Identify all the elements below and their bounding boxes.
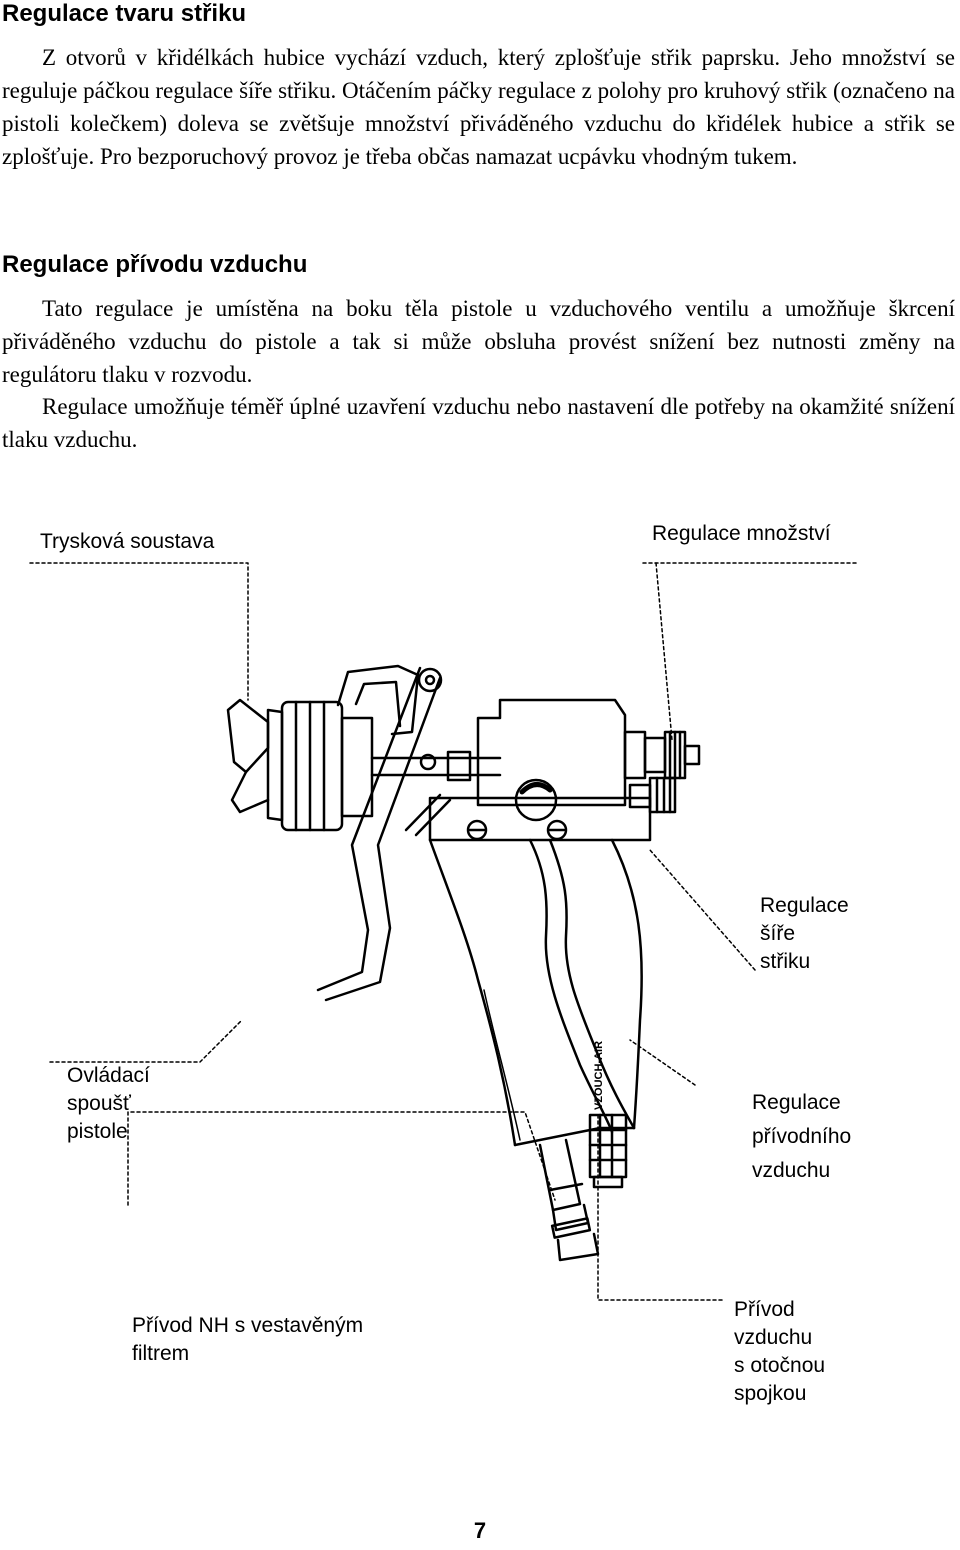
label-air-inlet: Přívod vzduchu s otočnou spojkou: [734, 1296, 825, 1408]
needle-rod-icon: [370, 750, 502, 782]
spray-gun-drawing: VZOUCH-AIR: [29, 562, 859, 1301]
page-number: 7: [473, 1518, 487, 1543]
trigger-icon: [316, 666, 443, 1002]
label-quantity-control-text: Regulace množství: [652, 522, 831, 545]
label-trigger-line-1: Ovládací: [67, 1064, 150, 1087]
paragraph-spray-shape: Z otvorů v křidélkách hubice vychází vzd…: [2, 45, 955, 169]
label-paint-inlet: Přívod NH s vestavěným filtrem: [132, 1312, 363, 1368]
label-spray-width-line-2: šíře: [760, 922, 796, 945]
label-air-supply-control: Regulace přívodního vzduchu: [752, 1086, 851, 1188]
spray-gun-figure: VZOUCH-AIR Trysková soustava Regulace mn…: [0, 500, 960, 1450]
label-spray-width-line-3: střiku: [760, 950, 811, 973]
label-air-inlet-line-1: Přívod: [734, 1298, 795, 1321]
label-paint-inlet-line-1: Přívod NH s vestavěným: [132, 1314, 364, 1337]
label-air-inlet-line-2: vzduchu: [734, 1326, 813, 1349]
hook-icon: [336, 664, 420, 736]
label-air-inlet-line-3: s otočnou: [734, 1354, 826, 1377]
handle-icon: [428, 838, 643, 1147]
label-air-inlet-line-4: spojkou: [734, 1382, 807, 1405]
label-air-supply-control-line-1: Regulace: [752, 1091, 841, 1114]
label-paint-inlet-line-2: filtrem: [132, 1342, 190, 1365]
label-trigger: Ovládací spoušť pistole: [67, 1062, 150, 1146]
section-heading-spray-shape: Regulace tvaru střiku: [2, 0, 247, 27]
label-spray-width-line-1: Regulace: [760, 894, 849, 917]
label-trigger-line-3: pistole: [67, 1120, 128, 1143]
label-air-supply-control-line-2: přívodního: [752, 1125, 852, 1148]
label-spray-width: Regulace šíře střiku: [760, 892, 849, 976]
brand-engraving: VZOUCH-AIR: [593, 1041, 605, 1110]
label-quantity-control: Regulace množství: [652, 520, 831, 548]
paragraph-air-supply-2: Regulace umožňuje téměř úplné uzavření v…: [2, 394, 955, 452]
air-inlet-fitting-icon: [588, 1113, 628, 1189]
paragraph-air-supply-1: Tato regulace je umístěna na boku těla p…: [2, 296, 955, 387]
section-heading-air-supply: Regulace přívodu vzduchu: [2, 251, 308, 278]
label-nozzle-assembly: Trysková soustava: [40, 528, 214, 556]
label-nozzle-assembly-text: Trysková soustava: [40, 530, 215, 553]
label-air-supply-control-line-3: vzduchu: [752, 1159, 831, 1182]
gun-body-icon: [404, 698, 652, 842]
air-cap-icon: [226, 698, 284, 822]
label-trigger-line-2: spoušť: [67, 1092, 131, 1115]
spray-width-valve-icon: [628, 776, 677, 814]
leader-lines: [29, 562, 859, 1301]
paint-inlet-fitting-icon: [538, 1138, 600, 1262]
retaining-nut-icon: [280, 700, 374, 832]
